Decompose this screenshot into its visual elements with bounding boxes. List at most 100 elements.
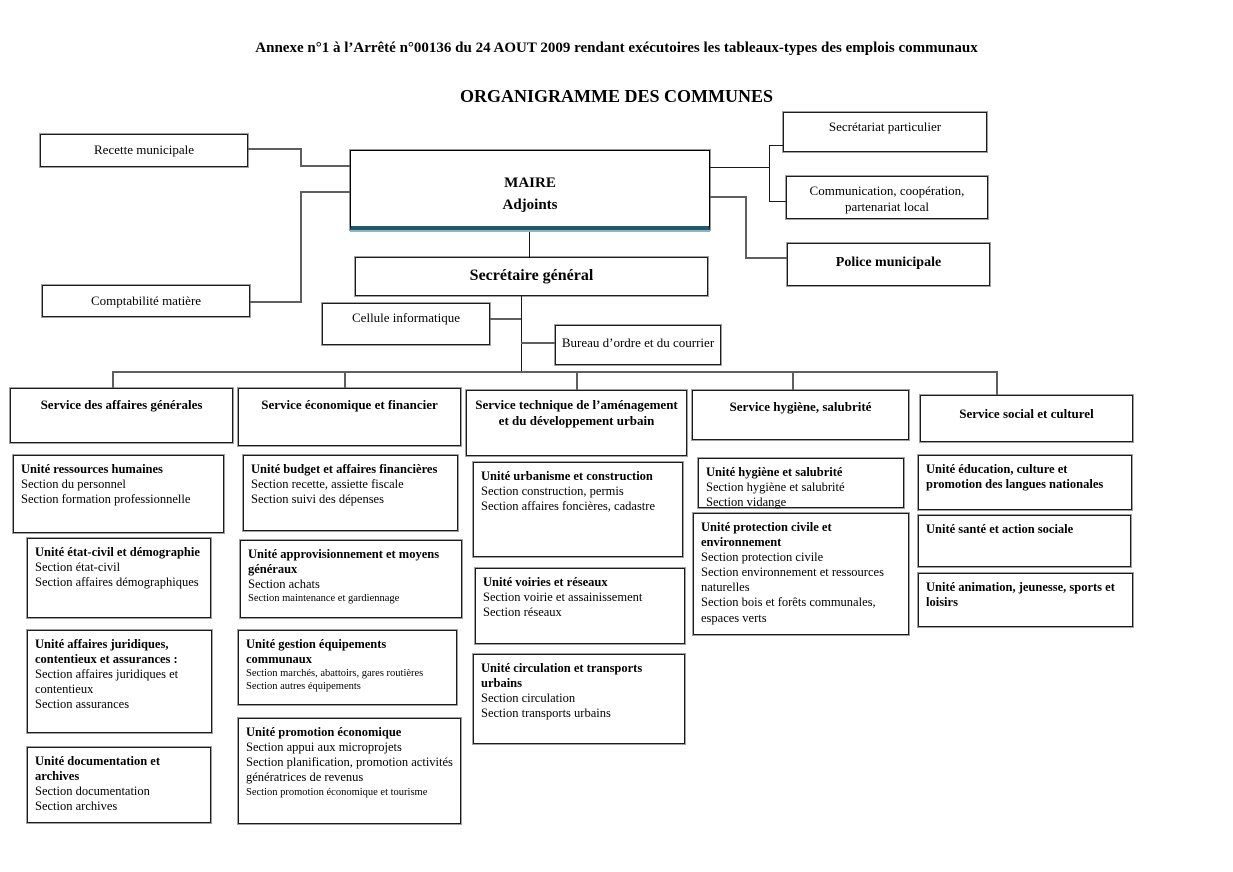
- unit-section: Section documentation: [35, 783, 150, 798]
- unit-section: Section recette, assiette fiscale: [251, 476, 404, 491]
- unit-title: Unité santé et action sociale: [926, 522, 1074, 536]
- unit-section: Section marchés, abattoirs, gares routiè…: [246, 667, 424, 679]
- unit-sante-action-sociale: Unité santé et action sociale: [918, 515, 1131, 567]
- unit-section: Section du personnel: [21, 476, 126, 491]
- unit-title: Unité protection civile et environnement: [701, 520, 832, 549]
- unit-title: Unité animation, jeunesse, sports et loi…: [926, 580, 1115, 609]
- maire-subtitle: Adjoints: [502, 196, 558, 213]
- page-title: ORGANIGRAMME DES COMMUNES: [460, 86, 773, 106]
- unit-section: Section achats: [248, 576, 320, 591]
- connector-maire-right-h: [710, 167, 769, 168]
- unit-protection-civile-environnement: Unité protection civile et environnement…: [693, 513, 909, 635]
- unit-education-culture-langues: Unité éducation, culture et promotion de…: [918, 455, 1132, 510]
- unit-circulation-transports-urbains: Unité circulation et transports urbains …: [473, 654, 685, 744]
- box-police-municipale: Police municipale: [787, 243, 990, 286]
- unit-section: Section assurances: [35, 697, 130, 711]
- box-service-affaires-generales: Service des affaires générales: [10, 388, 233, 443]
- service-title: Service économique et financier: [261, 397, 438, 412]
- unit-promotion-economique: Unité promotion économique Section appui…: [238, 718, 461, 824]
- connector-drop-service3: [576, 371, 578, 390]
- box-label: Police municipale: [835, 255, 942, 270]
- unit-animation-jeunesse-sports: Unité animation, jeunesse, sports et loi…: [918, 573, 1133, 627]
- maire-title: MAIRE: [504, 175, 556, 191]
- box-comptabilite-matiere: Comptabilité matière: [42, 285, 250, 317]
- connector-recette-h2: [300, 165, 350, 167]
- unit-documentation-archives: Unité documentation et archives Section …: [27, 747, 211, 823]
- unit-approvisionnement-moyens-generaux: Unité approvisionnement et moyens généra…: [240, 540, 462, 618]
- unit-affaires-juridiques: Unité affaires juridiques, contentieux e…: [27, 630, 212, 733]
- service-title: Service technique de l’aménagement et du…: [475, 397, 678, 429]
- connector-sg-down-v: [521, 296, 522, 372]
- connector-communication-h: [769, 201, 786, 202]
- unit-title: Unité voiries et réseaux: [483, 575, 608, 589]
- box-maire-adjoints: MAIRE Adjoints: [350, 150, 710, 230]
- connector-maire-sg-v: [529, 232, 530, 257]
- connector-drop-service1: [112, 371, 114, 388]
- connector-recette-v: [300, 148, 302, 167]
- unit-title: Unité ressources humaines: [21, 462, 163, 476]
- unit-budget-affaires-financieres: Unité budget et affaires financières Sec…: [243, 455, 458, 531]
- unit-title: Unité promotion économique: [246, 725, 402, 739]
- unit-section: Section état-civil: [35, 559, 121, 574]
- connector-cellule-h: [490, 318, 521, 320]
- unit-voiries-reseaux: Unité voiries et réseaux Section voirie …: [475, 568, 685, 644]
- connector-police-h2: [745, 257, 787, 259]
- unit-urbanisme-construction: Unité urbanisme et construction Section …: [473, 462, 683, 557]
- unit-section: Section circulation: [481, 690, 576, 705]
- unit-section: Section formation professionnelle: [21, 492, 191, 506]
- box-secretaire-general: Secrétaire général: [355, 257, 708, 296]
- box-label: Communication, coopération, partenariat …: [809, 183, 965, 215]
- service-title: Service social et culturel: [959, 406, 1094, 421]
- service-title: Service hygiène, salubrité: [729, 399, 872, 414]
- unit-etat-civil-demographie: Unité état-civil et démographie Section …: [27, 538, 211, 618]
- box-service-social-culturel: Service social et culturel: [920, 395, 1133, 442]
- unit-section: Section environnement et ressources natu…: [701, 564, 884, 594]
- unit-section: Section suivi des dépenses: [251, 492, 384, 506]
- connector-bureau-h: [521, 342, 555, 344]
- unit-title: Unité documentation et archives: [35, 754, 160, 783]
- box-secretariat-particulier: Secrétariat particulier: [783, 112, 987, 152]
- connector-drop-service5: [996, 371, 998, 395]
- unit-title: Unité gestion équipements communaux: [246, 637, 387, 666]
- box-label: Secrétaire général: [469, 267, 594, 284]
- connector-services-distribution-h: [112, 371, 998, 373]
- unit-title: Unité état-civil et démographie: [35, 545, 200, 559]
- connector-police-v: [745, 196, 747, 259]
- connector-secretariat-h: [769, 145, 783, 146]
- unit-section: Section affaires juridiques et contentie…: [35, 666, 179, 696]
- service-title: Service des affaires générales: [40, 397, 203, 412]
- unit-section: Section autres équipements: [246, 681, 361, 693]
- box-label: Bureau d’ordre et du courrier: [561, 335, 715, 350]
- unit-section: Section affaires foncières, cadastre: [481, 499, 655, 513]
- box-communication-cooperation: Communication, coopération, partenariat …: [786, 176, 988, 219]
- unit-section: Section appui aux microprojets: [246, 739, 402, 754]
- unit-title: Unité éducation, culture et promotion de…: [926, 462, 1104, 491]
- unit-ressources-humaines: Unité ressources humaines Section du per…: [13, 455, 224, 533]
- unit-title: Unité approvisionnement et moyens généra…: [248, 547, 440, 576]
- connector-drop-service4: [792, 371, 794, 390]
- connector-drop-service2: [344, 371, 346, 388]
- box-recette-municipale: Recette municipale: [40, 134, 248, 167]
- unit-section: Section construction, permis: [481, 483, 624, 498]
- box-label: Secrétariat particulier: [828, 119, 942, 134]
- unit-section: Section transports urbains: [481, 705, 611, 720]
- unit-section: Section planification, promotion activit…: [246, 755, 453, 785]
- box-label: Cellule informatique: [352, 310, 460, 325]
- unit-section: Section bois et forêts communales, espac…: [701, 595, 876, 625]
- unit-section: Section promotion économique et tourisme: [246, 786, 428, 798]
- connector-comptabilite-h2: [250, 301, 302, 303]
- unit-title: Unité circulation et transports urbains: [481, 661, 643, 690]
- box-label: Recette municipale: [94, 142, 194, 157]
- unit-hygiene-salubrite: Unité hygiène et salubrité Section hygiè…: [698, 458, 904, 509]
- box-service-hygiene-salubrite: Service hygiène, salubrité: [692, 390, 909, 440]
- box-service-technique-amenagement: Service technique de l’aménagement et du…: [466, 390, 687, 456]
- unit-title: Unité urbanisme et construction: [481, 469, 653, 483]
- unit-section: Section vidange: [706, 495, 787, 509]
- unit-section: Section archives: [35, 798, 118, 813]
- unit-section: Section protection civile: [701, 549, 824, 564]
- connector-police-h1: [710, 196, 745, 198]
- connector-recette-h1: [248, 148, 300, 150]
- box-label: Comptabilité matière: [90, 293, 202, 308]
- unit-title: Unité affaires juridiques, contentieux e…: [35, 637, 178, 666]
